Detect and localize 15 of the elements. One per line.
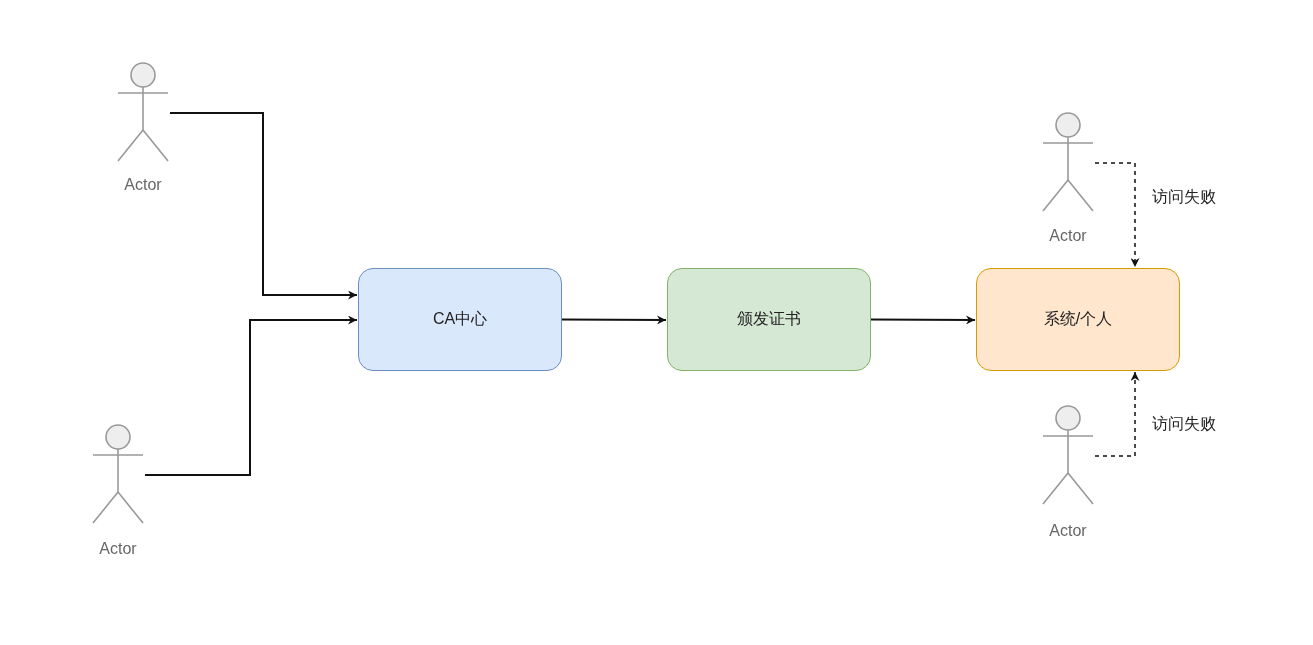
arrow — [169, 112, 358, 300]
actor-label: Actor — [1049, 522, 1087, 540]
edge-label: 访问失败 — [1152, 414, 1216, 435]
actor-label: Actor — [99, 540, 137, 558]
arrow — [1094, 162, 1140, 268]
process-box: 系统/个人 — [976, 268, 1180, 371]
arrow — [870, 315, 976, 325]
actor-label: Actor — [1049, 227, 1087, 245]
actor-label: Actor — [124, 176, 162, 194]
edge-label: 访问失败 — [1152, 187, 1216, 208]
arrow — [1094, 371, 1140, 457]
process-box: 颁发证书 — [667, 268, 871, 371]
arrow — [561, 315, 667, 325]
arrow — [144, 315, 358, 476]
process-box: CA中心 — [358, 268, 562, 371]
